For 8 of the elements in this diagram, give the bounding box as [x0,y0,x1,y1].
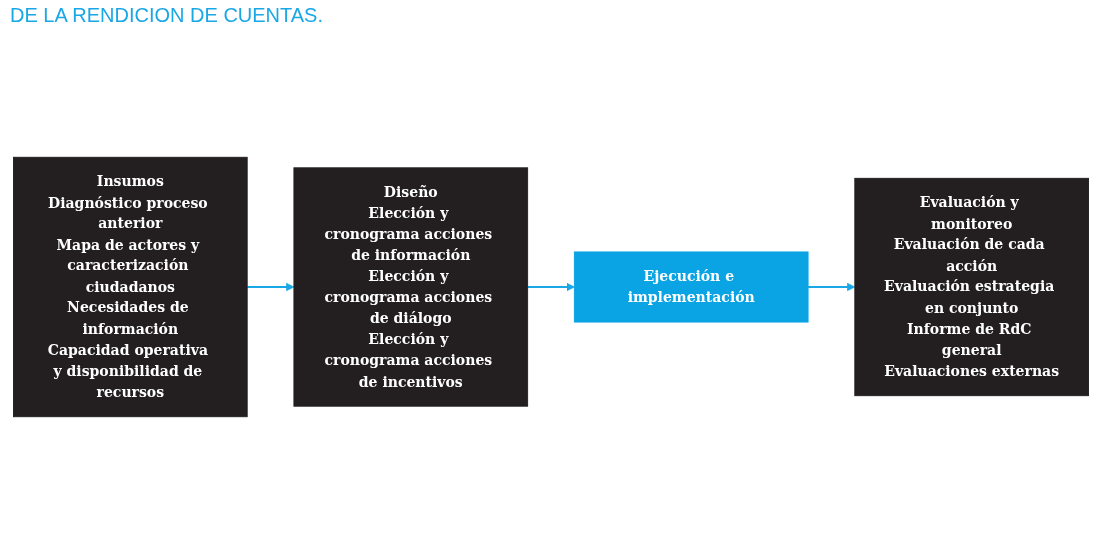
arrow [807,282,856,291]
title: DE LA RENDICION DE CUENTAS. [9,3,325,28]
node-box: Diseño Elección y cronograma acciones de información Elección y cronograma acciones de diálogo Elección y cronograma acciones de incentivos [293,166,529,407]
arrow [526,282,575,291]
node-box: Evaluación y monitoreo Evaluación de cada acción Evaluación estrategia en conjunto Informe de RdC general Evaluaciones externas [854,177,1089,396]
node-box: Insumos Diagnóstico proceso anterior Mapa de actores y caracterización ciudadanos Necesidades de información Capacidad operativa y disponibilidad de recursos [13,156,248,417]
node-box: Ejecución e implementación [573,250,809,323]
arrow [246,282,295,291]
